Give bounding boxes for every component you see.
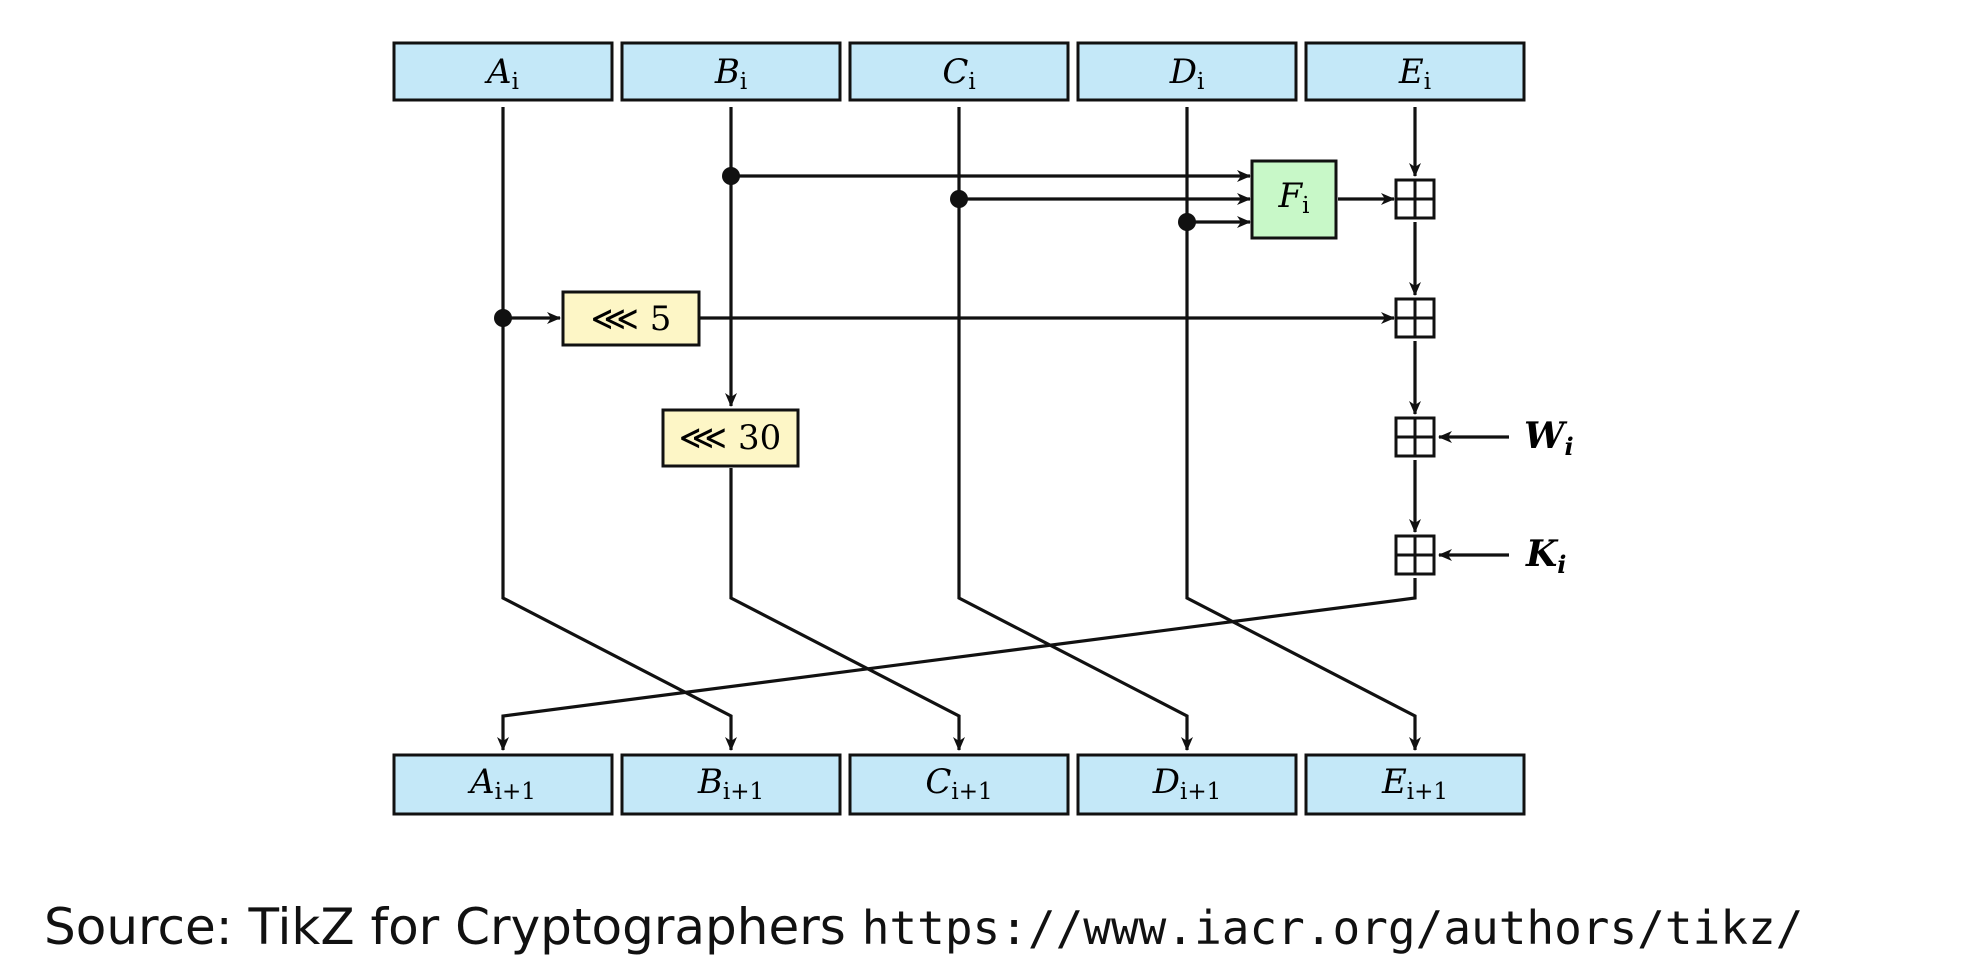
register-d-out: Di+1: [1076, 753, 1298, 816]
input-k-label: K: [1525, 533, 1559, 575]
svg-text:Ai+1: Ai+1: [467, 762, 536, 805]
register-subscript: i+1: [495, 779, 536, 805]
svg-text:Bi+1: Bi+1: [697, 762, 764, 805]
rotate-box-5: ⋘ 5: [561, 290, 701, 347]
junction-dot: [1178, 213, 1196, 231]
register-subscript: i+1: [1180, 779, 1221, 805]
register-b-in: Bi: [620, 41, 842, 102]
rotate-label: ⋘ 5: [591, 299, 672, 339]
output-registers: Ai+1 Bi+1 Ci+1 Di+1 Ei+1: [392, 753, 1526, 816]
junction-dot: [950, 190, 968, 208]
register-subscript: i: [740, 69, 747, 95]
adder-icon: [1394, 297, 1436, 339]
register-c-in: Ci: [848, 41, 1070, 102]
input-w: Wi: [1524, 415, 1574, 461]
adder-icon: [1394, 534, 1436, 576]
wire-c: [957, 107, 1193, 751]
register-subscript: i+1: [1407, 779, 1448, 805]
caption-source-text: Source: TikZ for Cryptographers: [44, 898, 862, 956]
source-caption: Source: TikZ for Cryptographers https://…: [44, 898, 1803, 956]
rotate-label: ⋘ 30: [679, 418, 781, 458]
wire-adder4-to-a-out: [497, 578, 1417, 751]
caption-url-link[interactable]: https://www.iacr.org/authors/tikz/: [861, 901, 1804, 955]
register-a-out: Ai+1: [392, 753, 614, 816]
svg-text:Ei+1: Ei+1: [1381, 762, 1448, 805]
rotate-box-30: ⋘ 30: [661, 408, 800, 468]
register-d-in: Di: [1076, 41, 1298, 102]
input-k: Ki: [1525, 533, 1566, 579]
wires: [497, 107, 1509, 751]
junctions: [494, 167, 1196, 327]
function-label: F: [1278, 176, 1304, 216]
wire-b-rotated: [729, 468, 965, 751]
function-subscript: i: [1302, 193, 1309, 219]
input-w-subscript: i: [1564, 432, 1573, 461]
register-label: C: [942, 52, 968, 92]
register-e-out: Ei+1: [1304, 753, 1526, 816]
register-subscript: i: [1197, 69, 1204, 95]
wire-d: [1185, 107, 1421, 751]
register-subscript: i: [1424, 69, 1431, 95]
register-subscript: i+1: [951, 779, 992, 805]
input-registers: Ai Bi Ci Di Ei: [392, 41, 1526, 102]
register-label: B: [697, 762, 723, 802]
register-label: B: [714, 52, 740, 92]
wire-a: [501, 107, 737, 751]
register-subscript: i+1: [723, 779, 764, 805]
input-k-subscript: i: [1557, 550, 1566, 579]
adders: [1394, 178, 1436, 576]
register-e-in: Ei: [1304, 41, 1526, 102]
register-subscript: i: [512, 69, 519, 95]
svg-text:Ki: Ki: [1525, 533, 1566, 579]
register-label: D: [1152, 762, 1180, 802]
function-box: Fi: [1250, 159, 1338, 240]
svg-text:Wi: Wi: [1524, 415, 1574, 461]
svg-text:Di+1: Di+1: [1152, 762, 1222, 805]
register-label: D: [1169, 52, 1197, 92]
svg-text:Di: Di: [1169, 52, 1205, 95]
input-w-label: W: [1524, 415, 1568, 457]
register-b-out: Bi+1: [620, 753, 842, 816]
register-label: E: [1398, 52, 1424, 92]
register-label: C: [925, 762, 951, 802]
register-c-out: Ci+1: [848, 753, 1070, 816]
svg-text:Ei: Ei: [1398, 52, 1431, 95]
svg-text:Fi: Fi: [1278, 176, 1310, 219]
svg-text:Bi: Bi: [714, 52, 747, 95]
svg-text:Ci+1: Ci+1: [925, 762, 992, 805]
junction-dot: [722, 167, 740, 185]
register-a-in: Ai: [392, 41, 614, 102]
adder-icon: [1394, 416, 1436, 458]
register-subscript: i: [968, 69, 975, 95]
svg-text:Ci: Ci: [942, 52, 975, 95]
adder-icon: [1394, 178, 1436, 220]
register-label: A: [467, 762, 495, 802]
svg-text:Ai: Ai: [484, 52, 519, 95]
register-label: A: [484, 52, 512, 92]
junction-dot: [494, 309, 512, 327]
register-label: E: [1381, 762, 1407, 802]
